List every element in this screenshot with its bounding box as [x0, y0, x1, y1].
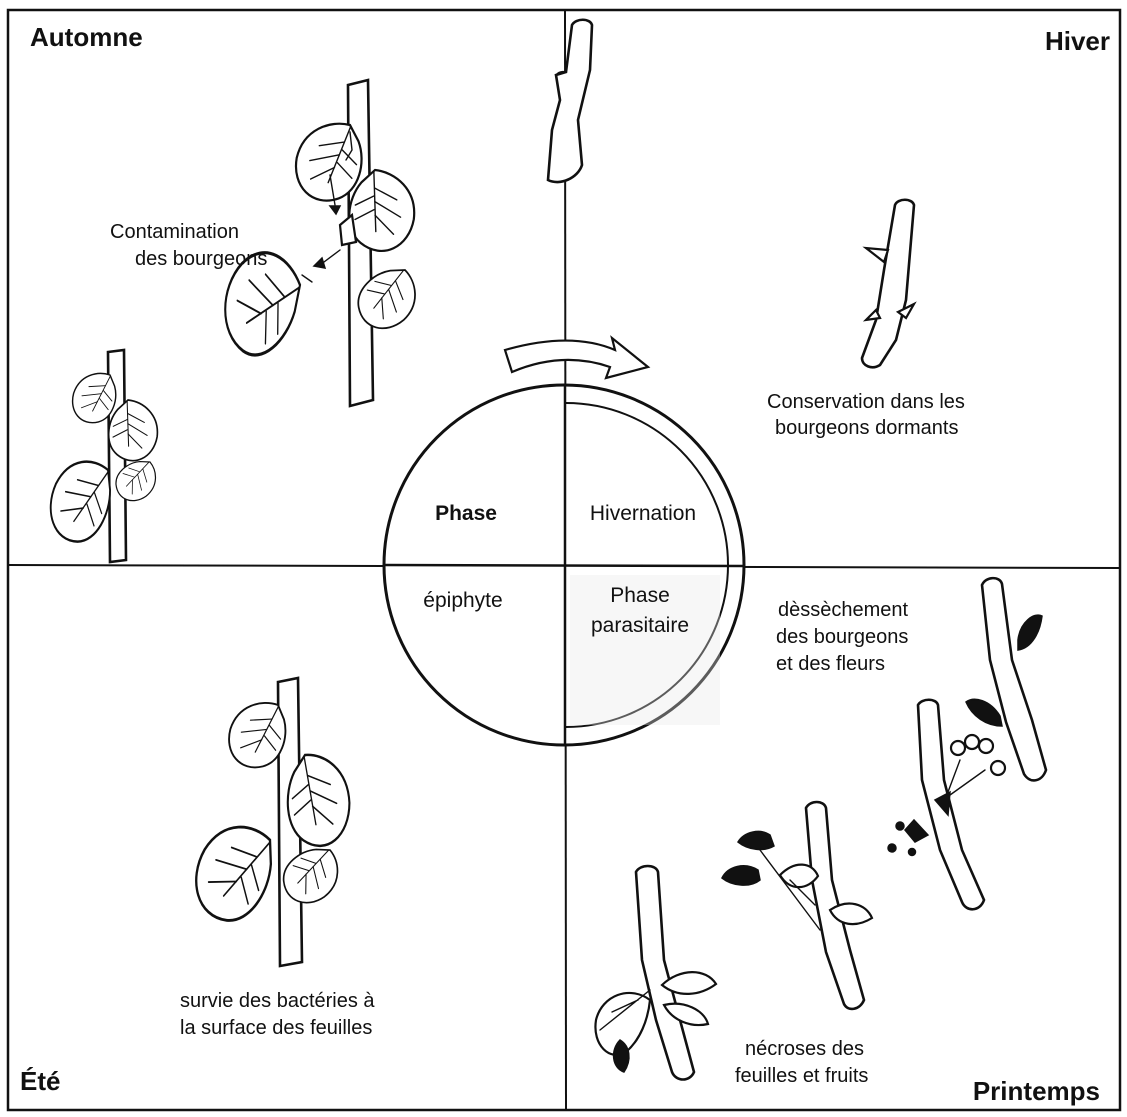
caption-spring-bottom-line1: nécroses des: [745, 1038, 864, 1060]
caption-summer-line2: la surface des feuilles: [180, 1017, 372, 1039]
season-summer: Été: [20, 1066, 60, 1096]
caption-autumn-line1: Contamination: [110, 221, 239, 243]
caption-winter-line1: Conservation dans les: [767, 391, 965, 413]
caption-spring-top-line1: dèssèchement: [778, 599, 909, 621]
leafy-shoot-icon: [48, 80, 430, 562]
cycle-arrow-icon: [505, 338, 648, 378]
caption-autumn-line2: des bourgeons: [135, 248, 267, 270]
caption-spring-top-line3: et des fleurs: [776, 653, 885, 675]
caption-winter-line2: bourgeons dormants: [775, 417, 958, 439]
phase-parasitic-line1: Phase: [610, 584, 670, 607]
season-spring: Printemps: [973, 1076, 1100, 1106]
phase-epiphyte-line2: épiphyte: [423, 589, 502, 612]
season-autumn: Automne: [30, 22, 143, 52]
season-winter: Hiver: [1045, 26, 1110, 56]
phase-hivernation: Hivernation: [590, 502, 696, 525]
summer-shoot-icon: [191, 678, 363, 966]
caption-spring-bottom-line2: feuilles et fruits: [735, 1065, 868, 1087]
dormant-twig-icon: [548, 20, 914, 367]
phase-parasitic-line2: parasitaire: [591, 614, 689, 637]
caption-summer-line1: survie des bactéries à: [180, 990, 375, 1012]
cycle-circle: [384, 385, 745, 745]
phase-epiphyte-line1: Phase: [435, 502, 497, 525]
caption-spring-top-line2: des bourgeons: [776, 626, 908, 648]
